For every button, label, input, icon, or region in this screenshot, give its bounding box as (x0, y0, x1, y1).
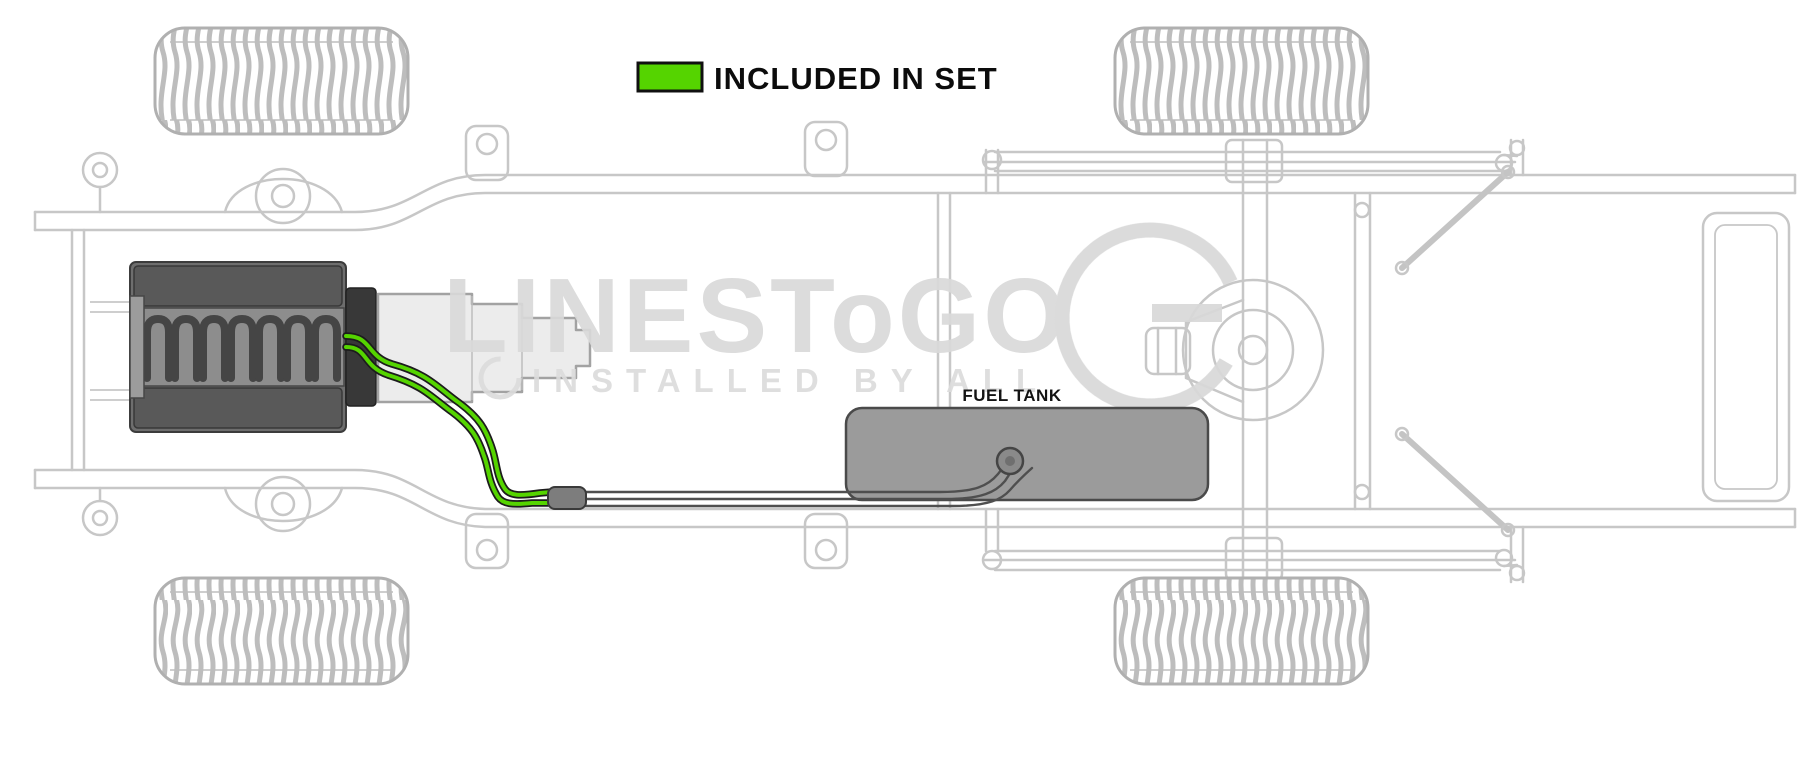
front-right-tire (153, 576, 410, 686)
intake-runners (143, 314, 341, 382)
leaf-spring-bottom (981, 507, 1526, 584)
cab-mount-brackets (464, 120, 849, 570)
engine-crossmember (223, 167, 344, 533)
transmission (376, 292, 592, 404)
watermark: LINESToGO INSTALLED BY ALL (443, 222, 1246, 414)
rear-crossmember-box (1701, 211, 1791, 503)
legend-label: INCLUDED IN SET (714, 61, 998, 96)
front-left-tire (153, 26, 410, 136)
fuel-tank-label: FUEL TANK (962, 386, 1061, 405)
watermark-g-ring (1054, 222, 1246, 414)
rear-shocks (1394, 164, 1516, 538)
included-fuel-line (342, 332, 556, 508)
engine-block (129, 261, 377, 433)
front-spring-hangers (81, 151, 119, 537)
rear-right-tire (1113, 576, 1370, 686)
driveshaft-yoke (1144, 326, 1192, 376)
legend-swatch (636, 61, 704, 93)
front-crossmember (70, 228, 130, 472)
watermark-g-bar (1152, 304, 1222, 322)
front-engine-cover (129, 295, 145, 399)
frame-rails (33, 173, 1797, 529)
included-fuel-return-line (344, 345, 554, 506)
included-fuel-feed-line (344, 334, 554, 497)
watermark-mark-icon (478, 356, 522, 400)
rear-axle (1241, 138, 1269, 647)
leaf-spring-top (981, 138, 1526, 195)
watermark-brand-text: LINESToGO (443, 257, 1069, 375)
legend: INCLUDED IN SET (636, 61, 998, 96)
fuel-pump-fitting (995, 446, 1025, 476)
chassis-frame (33, 120, 1797, 647)
rear-left-tire (1113, 26, 1370, 136)
valve-cover-bottom (133, 387, 343, 429)
fuel-line-connector (547, 486, 587, 510)
valve-cover-top (133, 265, 343, 307)
watermark-tagline-text: INSTALLED BY ALL (532, 362, 1049, 399)
rear-differential (1144, 278, 1325, 422)
fuel-tank: FUEL TANK (844, 386, 1210, 502)
